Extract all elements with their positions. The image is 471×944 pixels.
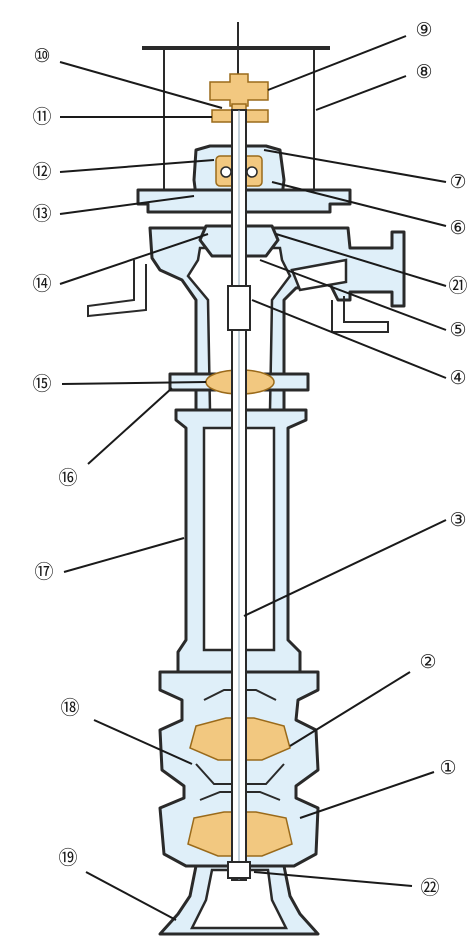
base-support-bracket-right xyxy=(331,296,389,333)
bearing-ball-left xyxy=(220,166,232,178)
leader-line-16 xyxy=(87,387,173,465)
callout-21: ㉑ xyxy=(448,275,467,297)
leader-line-9 xyxy=(267,35,407,91)
callout-22: ㉒ xyxy=(420,877,439,899)
callout-8: ⑧ xyxy=(415,61,432,83)
leader-line-14 xyxy=(59,233,209,285)
callout-17: ⑰ xyxy=(34,561,53,583)
callout-10: ⑩ xyxy=(33,45,50,67)
callout-2: ② xyxy=(419,651,436,673)
leader-line-4 xyxy=(251,299,447,379)
callout-5: ⑤ xyxy=(449,319,466,341)
callout-9: ⑨ xyxy=(415,19,432,41)
callout-3: ③ xyxy=(449,509,466,531)
callout-labels: ⑩ ⑪ ⑫ ⑬ ⑭ ⑮ ⑯ ⑰ ⑱ ⑲ ⑨ ⑧ ⑦ ⑥ ㉑ ⑤ ④ ③ ② ① … xyxy=(32,19,467,899)
leader-line-6 xyxy=(271,181,447,227)
callout-18: ⑱ xyxy=(60,697,79,719)
leader-line-18 xyxy=(93,719,193,765)
leader-line-8 xyxy=(315,75,407,111)
callout-1: ① xyxy=(439,757,456,779)
shaft-coupling xyxy=(227,285,251,331)
callout-16: ⑯ xyxy=(58,467,77,489)
leader-line-19 xyxy=(85,871,177,921)
base-support-bracket-left xyxy=(87,260,147,318)
leader-line-21 xyxy=(275,233,447,287)
callout-13: ⑬ xyxy=(32,203,51,225)
leader-line-13 xyxy=(59,195,195,215)
coupling-upper-part xyxy=(209,73,269,107)
leader-line-10 xyxy=(59,61,223,109)
leader-line-15 xyxy=(61,381,207,385)
callout-6: ⑥ xyxy=(449,217,466,239)
leader-line-5 xyxy=(259,259,447,331)
leader-line-12 xyxy=(59,159,215,173)
leader-line-3 xyxy=(243,519,447,617)
callout-7: ⑦ xyxy=(449,171,466,193)
callout-19: ⑲ xyxy=(58,847,77,869)
callout-15: ⑮ xyxy=(32,373,51,395)
callout-14: ⑭ xyxy=(32,273,51,295)
leader-line-7 xyxy=(263,149,447,183)
leader-line-1 xyxy=(299,771,435,819)
impeller-nut xyxy=(227,861,251,879)
bearing-ball-right xyxy=(246,166,258,178)
leader-lines xyxy=(59,35,447,921)
pump-drawing xyxy=(87,22,406,936)
leader-line-22 xyxy=(253,871,413,887)
callout-4: ④ xyxy=(449,367,466,389)
callout-11: ⑪ xyxy=(32,106,51,128)
leader-line-2 xyxy=(289,671,411,747)
leader-line-17 xyxy=(63,537,185,573)
callout-12: ⑫ xyxy=(32,161,51,183)
suction-bell-throat xyxy=(189,868,289,930)
outlet-passage xyxy=(290,258,348,292)
